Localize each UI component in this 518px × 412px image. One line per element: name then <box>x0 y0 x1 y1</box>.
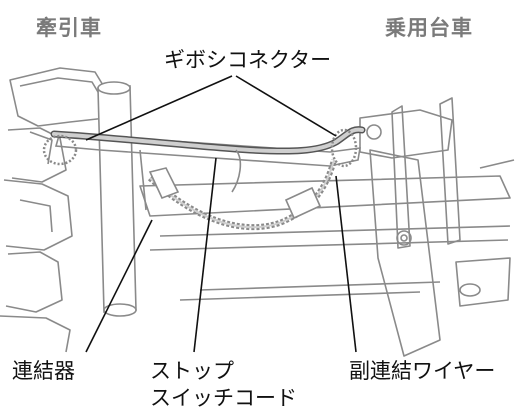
tractor-body <box>0 67 113 353</box>
connector-label: ギボシコネクター <box>164 48 332 72</box>
coupler-label: 連結器 <box>12 359 75 383</box>
tractor-label: 牽引車 <box>36 16 102 40</box>
leader-coupler <box>85 219 153 353</box>
cart-frame <box>139 97 515 357</box>
leader-connector-right <box>235 75 337 137</box>
leader-connector-left <box>85 75 233 141</box>
sub-wire-label: 副連結ワイヤー <box>349 359 496 383</box>
sub-coupling-wire <box>42 128 358 231</box>
tractor-pole <box>97 81 137 317</box>
stop-cord-label-line1: ストップ <box>150 359 234 383</box>
stop-cord-label-line2: スイッチコード <box>150 386 297 410</box>
cord-hook <box>231 149 242 193</box>
leader-stop-cord <box>193 157 217 353</box>
leader-sub-wire <box>335 175 357 353</box>
leader-lines <box>85 75 357 353</box>
stop-switch-cord <box>50 126 366 155</box>
cart-label: 乗用台車 <box>385 16 473 40</box>
